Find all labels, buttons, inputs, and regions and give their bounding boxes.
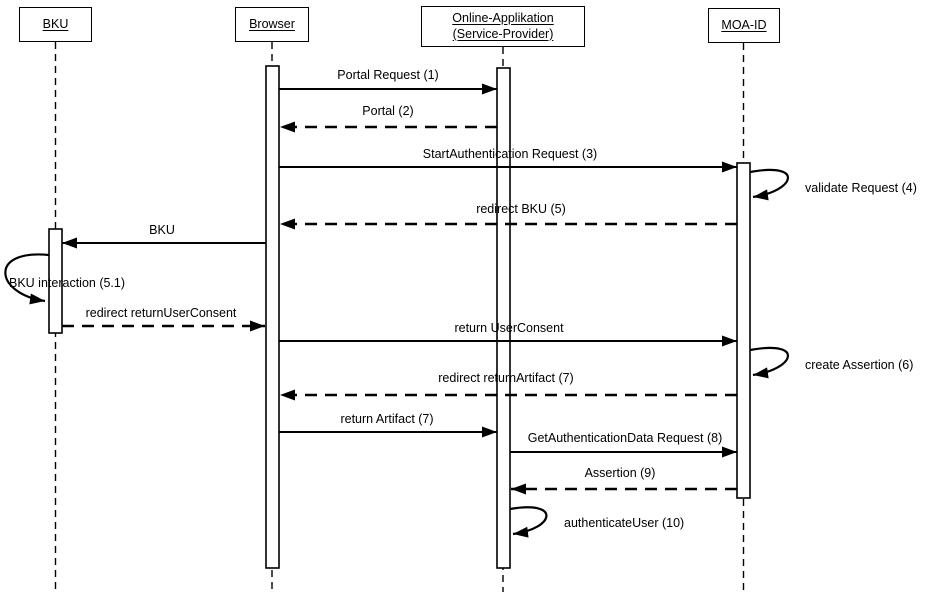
loop-bku-interaction	[4, 253, 50, 305]
loop-create-assertion	[749, 346, 789, 379]
label-redirect-returnartifact: redirect returnArtifact (7)	[438, 371, 574, 385]
actor-bku: BKU	[19, 7, 92, 42]
label-getauthenticationdata-request: GetAuthenticationData Request (8)	[527, 431, 723, 445]
label-startauthentication-request: StartAuthentication Request (3)	[422, 147, 598, 161]
loop-authenticateuser	[509, 506, 548, 538]
actor-online-applikation: Online-Applikation (Service-Provider)	[421, 6, 585, 47]
label-create-assertion: create Assertion (6)	[805, 358, 914, 372]
label-portal-request: Portal Request (1)	[337, 68, 439, 82]
loop-validate-request	[749, 168, 789, 201]
dashed-arrows	[62, 121, 737, 495]
label-redirect-returnuserconsent: redirect returnUserConsent	[85, 306, 237, 320]
solid-arrows	[62, 83, 737, 458]
activation-online-applikation	[496, 67, 511, 569]
label-bku: BKU	[149, 223, 175, 237]
label-portal-response: Portal (2)	[362, 104, 414, 118]
actor-browser: Browser	[235, 7, 309, 42]
label-redirect-bku: redirect BKU (5)	[476, 202, 566, 216]
self-loops	[4, 168, 789, 538]
label-validate-request: validate Request (4)	[805, 181, 917, 195]
label-assertion: Assertion (9)	[584, 466, 656, 480]
label-bku-interaction: BKU interaction (5.1)	[9, 276, 126, 290]
activation-moa-id	[736, 162, 751, 499]
activation-browser	[265, 65, 280, 569]
label-return-userconsent: return UserConsent	[454, 321, 564, 335]
activation-bars	[48, 65, 751, 569]
activation-bku	[48, 228, 63, 334]
label-authenticateuser: authenticateUser (10)	[564, 516, 685, 530]
actor-moa-id: MOA-ID	[708, 8, 780, 43]
label-return-artifact: return Artifact (7)	[340, 412, 434, 426]
